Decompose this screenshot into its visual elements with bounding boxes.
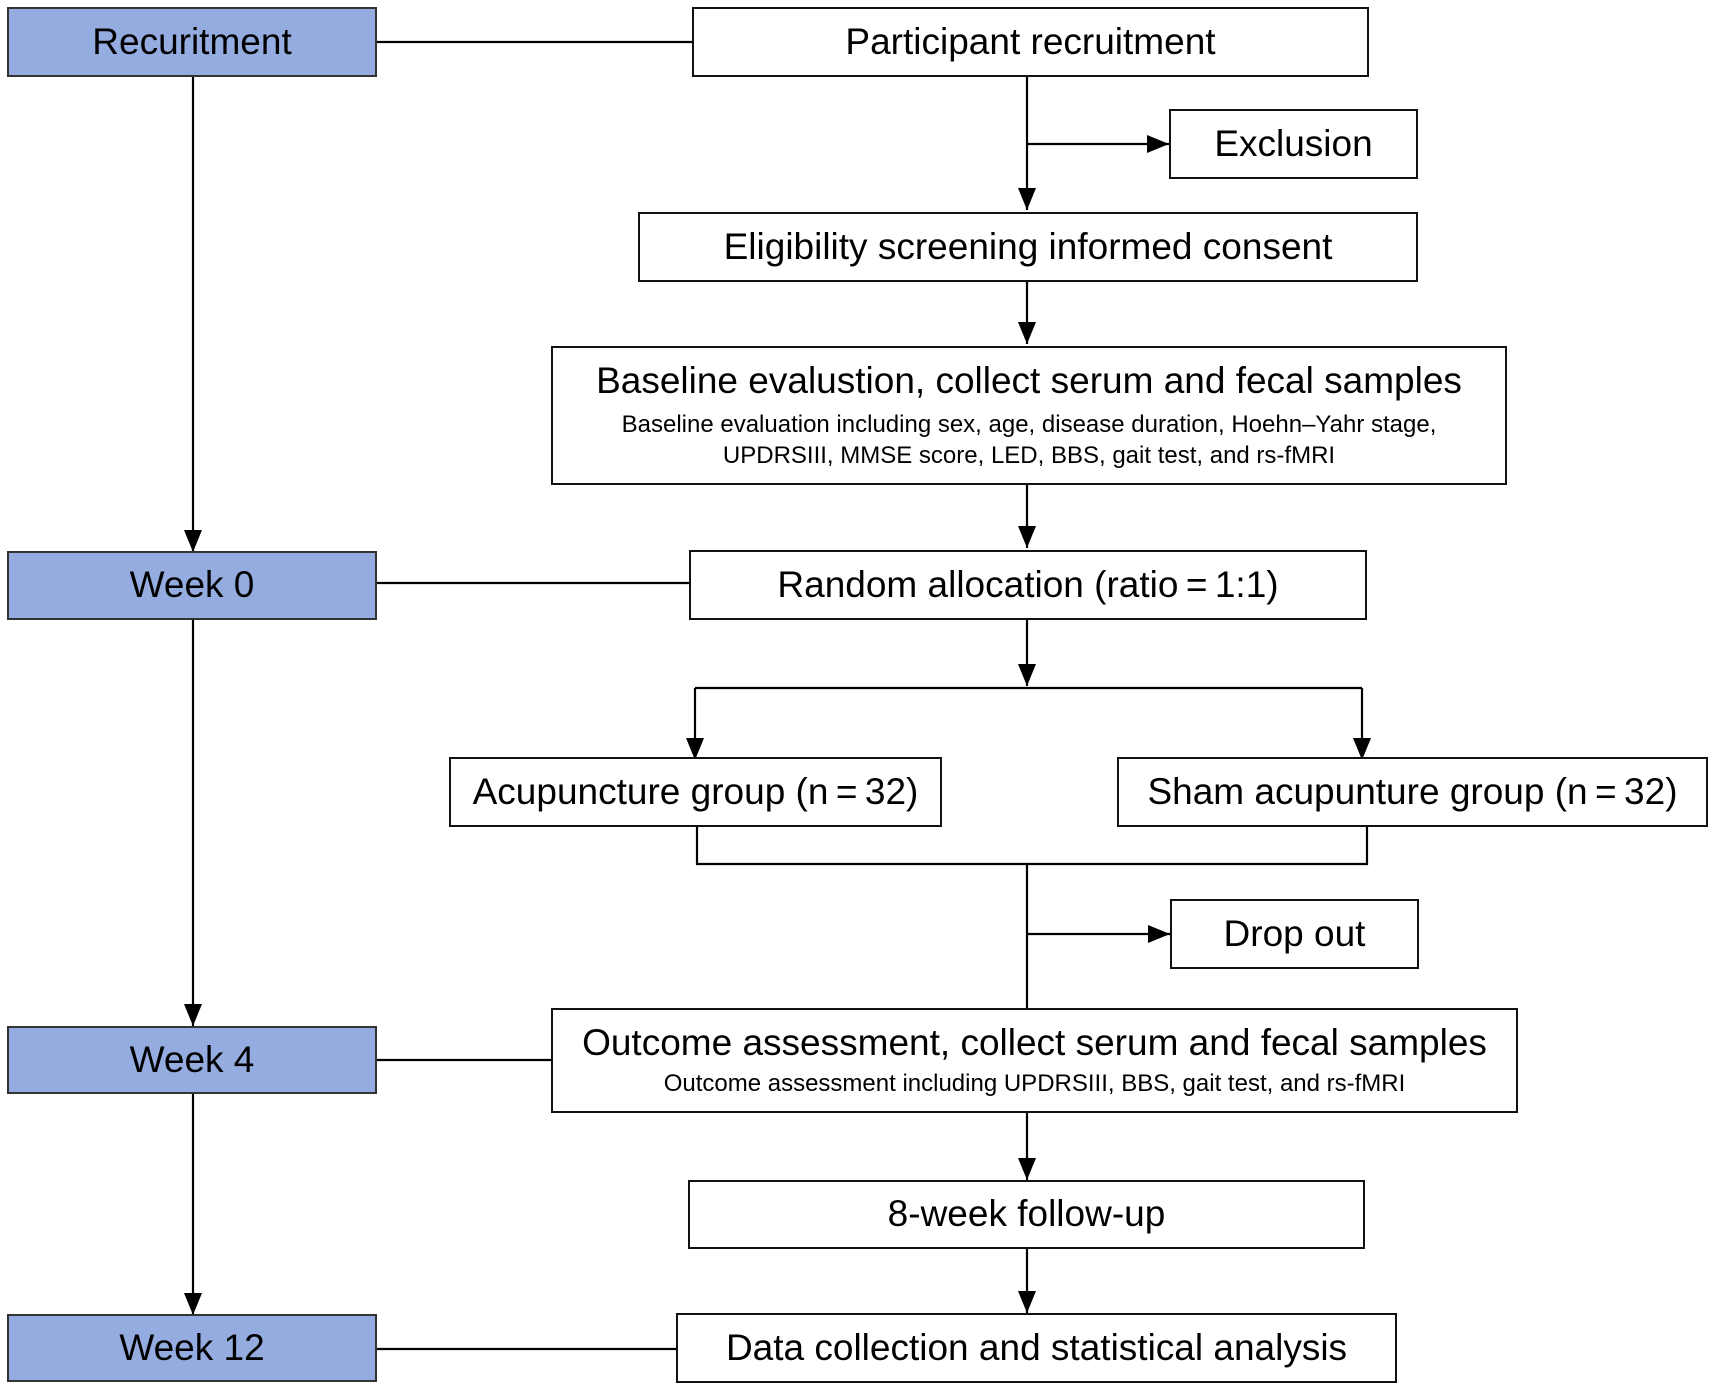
acupuncture-group-label: Acupuncture group (n = 32) bbox=[472, 770, 919, 812]
stage-week12: Week 12 bbox=[7, 1314, 377, 1382]
follow-up-label: 8-week follow-up bbox=[887, 1193, 1166, 1235]
baseline-detail-line1: Baseline evaluation including sex, age, … bbox=[621, 410, 1437, 438]
eligibility-label: Eligibility screening informed consent bbox=[723, 225, 1333, 267]
step-sham-group: Sham acupunture group (n = 32) bbox=[1117, 757, 1708, 827]
step-data-collection: Data collection and statistical analysis bbox=[676, 1313, 1397, 1383]
baseline-detail-line2: UPDRSIII, MMSE score, LED, BBS, gait tes… bbox=[722, 441, 1336, 469]
step-baseline-evaluation: Baseline evalustion, collect serum and f… bbox=[551, 346, 1507, 485]
step-outcome-assessment: Outcome assessment, collect serum and fe… bbox=[551, 1008, 1518, 1113]
random-allocation-label: Random allocation (ratio = 1:1) bbox=[777, 563, 1279, 605]
stage-recruitment-label: Recuritment bbox=[92, 20, 292, 62]
step-exclusion: Exclusion bbox=[1169, 109, 1418, 179]
step-acupuncture-group: Acupuncture group (n = 32) bbox=[449, 757, 942, 827]
stage-week0-label: Week 0 bbox=[129, 564, 255, 606]
stage-week4-label: Week 4 bbox=[129, 1038, 255, 1080]
merge-bracket bbox=[695, 827, 1369, 866]
step-participant-recruitment: Participant recruitment bbox=[692, 7, 1369, 77]
step-eligibility-screening: Eligibility screening informed consent bbox=[638, 212, 1418, 282]
step-drop-out: Drop out bbox=[1170, 899, 1419, 969]
exclusion-label: Exclusion bbox=[1214, 122, 1373, 164]
stage-week12-label: Week 12 bbox=[119, 1326, 265, 1368]
sham-group-label: Sham acupunture group (n = 32) bbox=[1147, 770, 1678, 812]
stage-recruitment: Recuritment bbox=[7, 7, 377, 77]
stage-week4: Week 4 bbox=[7, 1026, 377, 1094]
drop-out-label: Drop out bbox=[1223, 912, 1366, 954]
outcome-title: Outcome assessment, collect serum and fe… bbox=[582, 1021, 1487, 1063]
participant-recruitment-label: Participant recruitment bbox=[845, 20, 1216, 62]
stage-week0: Week 0 bbox=[7, 551, 377, 620]
step-follow-up: 8-week follow-up bbox=[688, 1180, 1365, 1249]
baseline-title: Baseline evalustion, collect serum and f… bbox=[596, 360, 1462, 402]
data-collection-label: Data collection and statistical analysis bbox=[725, 1326, 1348, 1368]
step-random-allocation: Random allocation (ratio = 1:1) bbox=[689, 550, 1367, 620]
outcome-detail: Outcome assessment including UPDRSIII, B… bbox=[663, 1070, 1406, 1098]
